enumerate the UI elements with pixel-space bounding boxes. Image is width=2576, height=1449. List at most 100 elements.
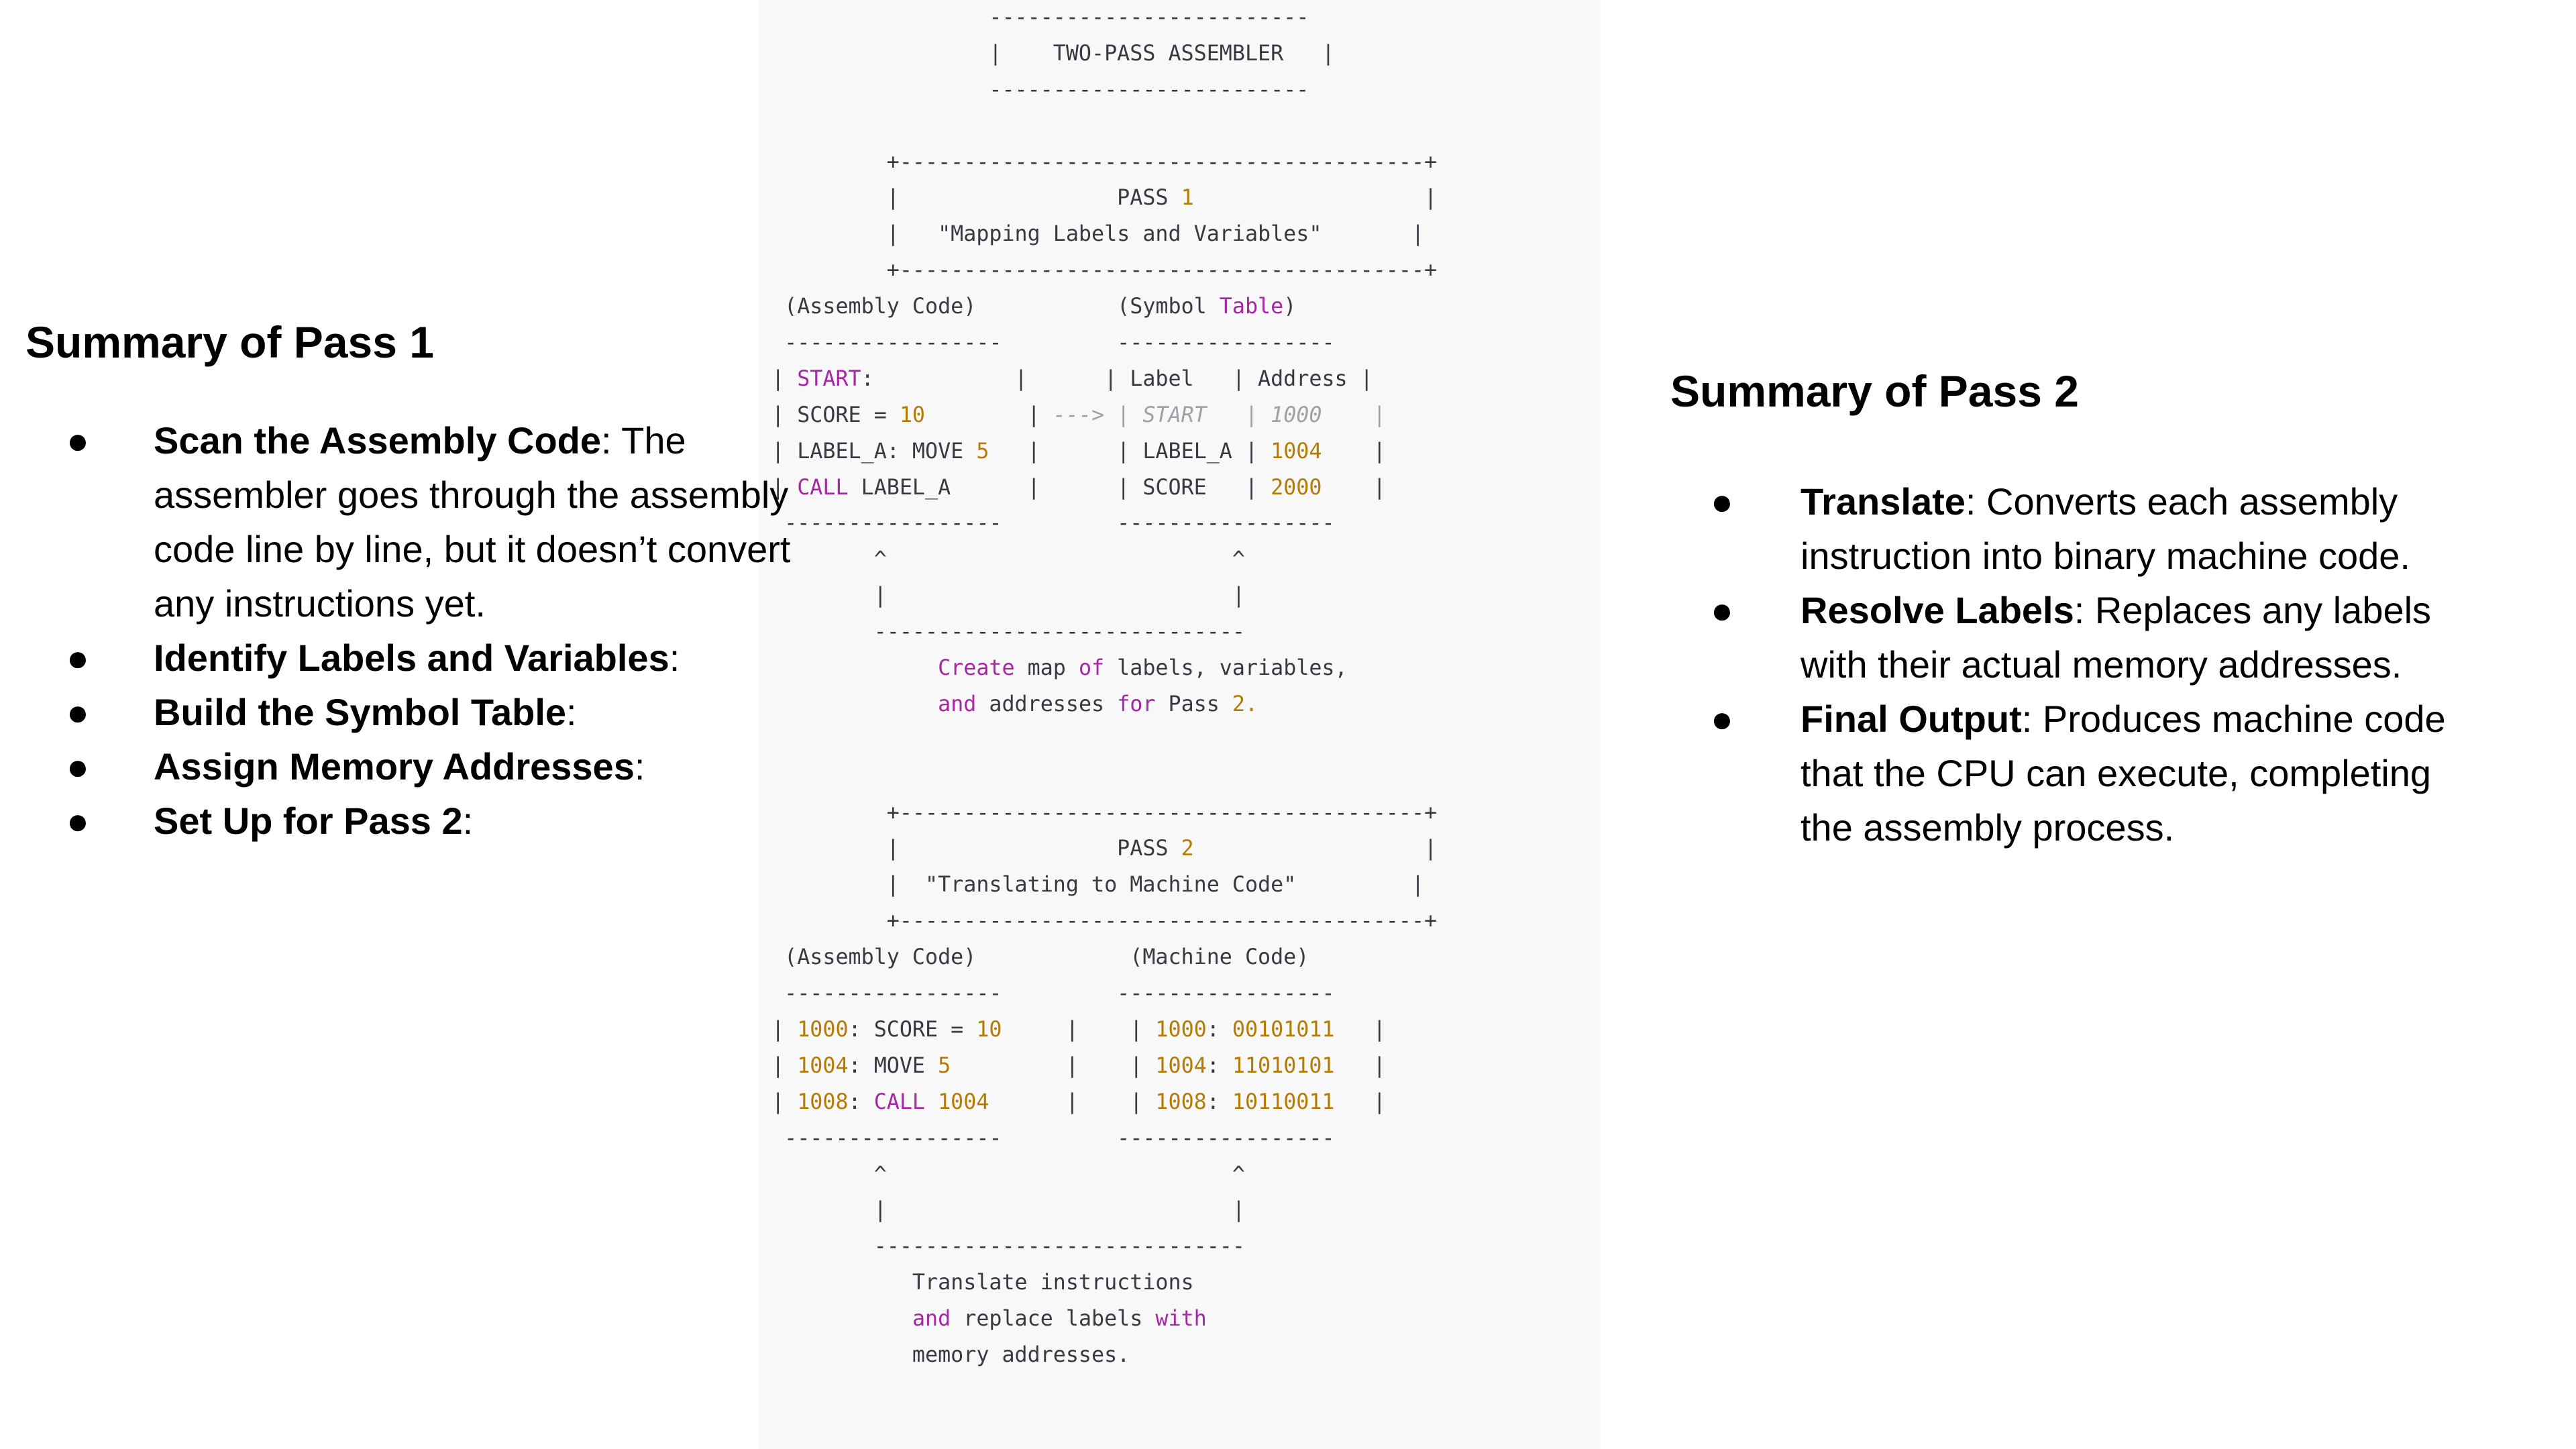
bullet-icon: ● [66,800,89,842]
code-token: | [759,475,798,500]
code-token: 2. [1232,692,1258,716]
code-token: | TWO-PASS ASSEMBLER | [759,41,1335,66]
code-token: | [1193,186,1438,211]
code-token: (Assembly Code) (Symbol [759,294,1220,319]
code-token: | | [951,1053,1156,1078]
code-token: | | [989,1089,1156,1114]
code-token: with [1155,1307,1207,1332]
code-token: | [759,1017,798,1042]
code-token: : | | Label | Address | [861,366,1373,391]
code-token: 10 [976,1017,1002,1042]
code-token: 1004 [1155,1053,1207,1078]
code-token: 00101011 [1232,1017,1335,1042]
code-token: ----------------- ----------------- [759,1126,1335,1150]
code-token: memory addresses. [759,1342,1130,1367]
code-token: ^ ^ [759,547,1245,572]
pass1-item: ●Build the Symbol Table: [25,685,824,739]
code-token: | [1334,1089,1386,1114]
pass1-item: ●Scan the Assembly Code: The assembler g… [25,413,824,631]
code-line: +---------------------------------------… [759,253,1437,289]
code-token: ----------------- ----------------- [759,511,1335,536]
pass1-summary: Summary of Pass 1 ●Scan the Assembly Cod… [25,315,824,848]
code-line: and replace labels with [759,1301,1437,1338]
code-line: (Assembly Code) (Machine Code) [759,940,1437,976]
pass1-item-heading: Set Up for Pass 2 [154,800,463,842]
pass1-item: ●Assign Memory Addresses: [25,739,824,794]
code-token: ----------------- ----------------- [759,981,1335,1006]
bullet-icon: ● [66,637,89,679]
code-token [759,1307,912,1331]
code-line: ----------------- ----------------- [759,506,1437,542]
pass1-item-text: : [669,637,680,679]
pass2-item: ●Translate: Converts each assembly instr… [1670,474,2471,583]
code-line: | 1004: MOVE 5 | | 1004: 11010101 | [759,1049,1437,1085]
pass1-item-heading: Scan the Assembly Code [154,419,602,462]
code-token: | | [759,1198,1245,1223]
code-line: ----------------------------- [759,614,1437,651]
code-line: | PASS 1 | [759,180,1437,217]
code-token: | PASS [759,837,1181,861]
code-line: Translate instructions [759,1265,1437,1301]
code-token: Translate instructions [759,1271,1194,1295]
code-token: | [1322,439,1386,464]
pass1-item-heading: Identify Labels and Variables [154,637,669,679]
code-token: ----------------- ----------------- [759,331,1335,356]
code-line: ^ ^ [759,542,1437,578]
code-line: | 1008: CALL 1004 | | 1008: 10110011 | [759,1085,1437,1121]
code-token: ------------------------- [759,77,1309,102]
code-token: | | [759,584,1245,608]
code-token: | [759,1053,798,1078]
bullet-icon: ● [66,745,89,788]
pass1-item-heading: Build the Symbol Table [154,691,567,733]
code-token: CALL [797,475,849,500]
code-token: and [938,692,977,716]
code-token: | [925,402,1053,427]
code-token: 1008 [797,1089,849,1114]
code-token: +---------------------------------------… [759,800,1438,825]
code-line: +---------------------------------------… [759,145,1437,181]
code-line: | | [759,578,1437,614]
pass1-title: Summary of Pass 1 [25,317,434,367]
code-token: 1000 [797,1017,849,1042]
code-token: 1008 [1155,1089,1207,1114]
code-line: ------------------------- [759,72,1437,109]
code-line: Create map of labels, variables, [759,651,1437,687]
code-line: memory addresses. [759,1338,1437,1374]
code-line: | "Translating to Machine Code" | [759,867,1437,904]
code-token: | "Mapping Labels and Variables" | [759,222,1425,247]
code-token: | [1334,1053,1386,1078]
pass2-item-heading: Resolve Labels [1801,589,2074,631]
pass1-item: ● Identify Labels and Variables: [25,631,824,685]
code-token: and [912,1307,951,1332]
code-token: ----------------------------- [759,620,1245,645]
pass2-item-text: : Produces machine code that the CPU can… [1801,698,2446,849]
code-token: | | LABEL_A | [989,439,1271,464]
code-token [925,1090,938,1114]
bullet-icon: ● [1711,589,1733,631]
code-token: 10110011 [1232,1089,1335,1114]
code-line: ----------------- ----------------- [759,1121,1437,1157]
code-line: (Assembly Code) (Symbol Table) [759,289,1437,325]
code-line: +---------------------------------------… [759,904,1437,940]
code-line [759,723,1437,759]
code-line: ^ ^ [759,1157,1437,1193]
pass1-item-text: : [462,800,474,842]
code-token: : MOVE [848,1053,938,1078]
pass2-item-heading: Final Output [1801,698,2022,740]
pass2-item: ●Final Output: Produces machine code tha… [1670,692,2471,855]
bullet-icon: ● [66,691,89,733]
code-line: | PASS 2 | [759,831,1437,867]
code-line [759,109,1437,145]
code-token: 1004 [938,1089,989,1114]
code-token: | LABEL_A: MOVE [759,439,977,464]
code-line: | LABEL_A: MOVE 5 | | LABEL_A | 1004 | [759,434,1437,470]
code-token: | | [1002,1017,1156,1042]
code-token: 1004 [1271,439,1322,464]
code-line: ----------------- ----------------- [759,325,1437,362]
code-token: Create [938,656,1015,681]
code-token: : [1206,1053,1232,1078]
code-token: | [1334,1017,1386,1042]
code-token: ) [1283,294,1297,319]
code-line [759,759,1437,796]
code-token: Pass [1155,692,1232,716]
